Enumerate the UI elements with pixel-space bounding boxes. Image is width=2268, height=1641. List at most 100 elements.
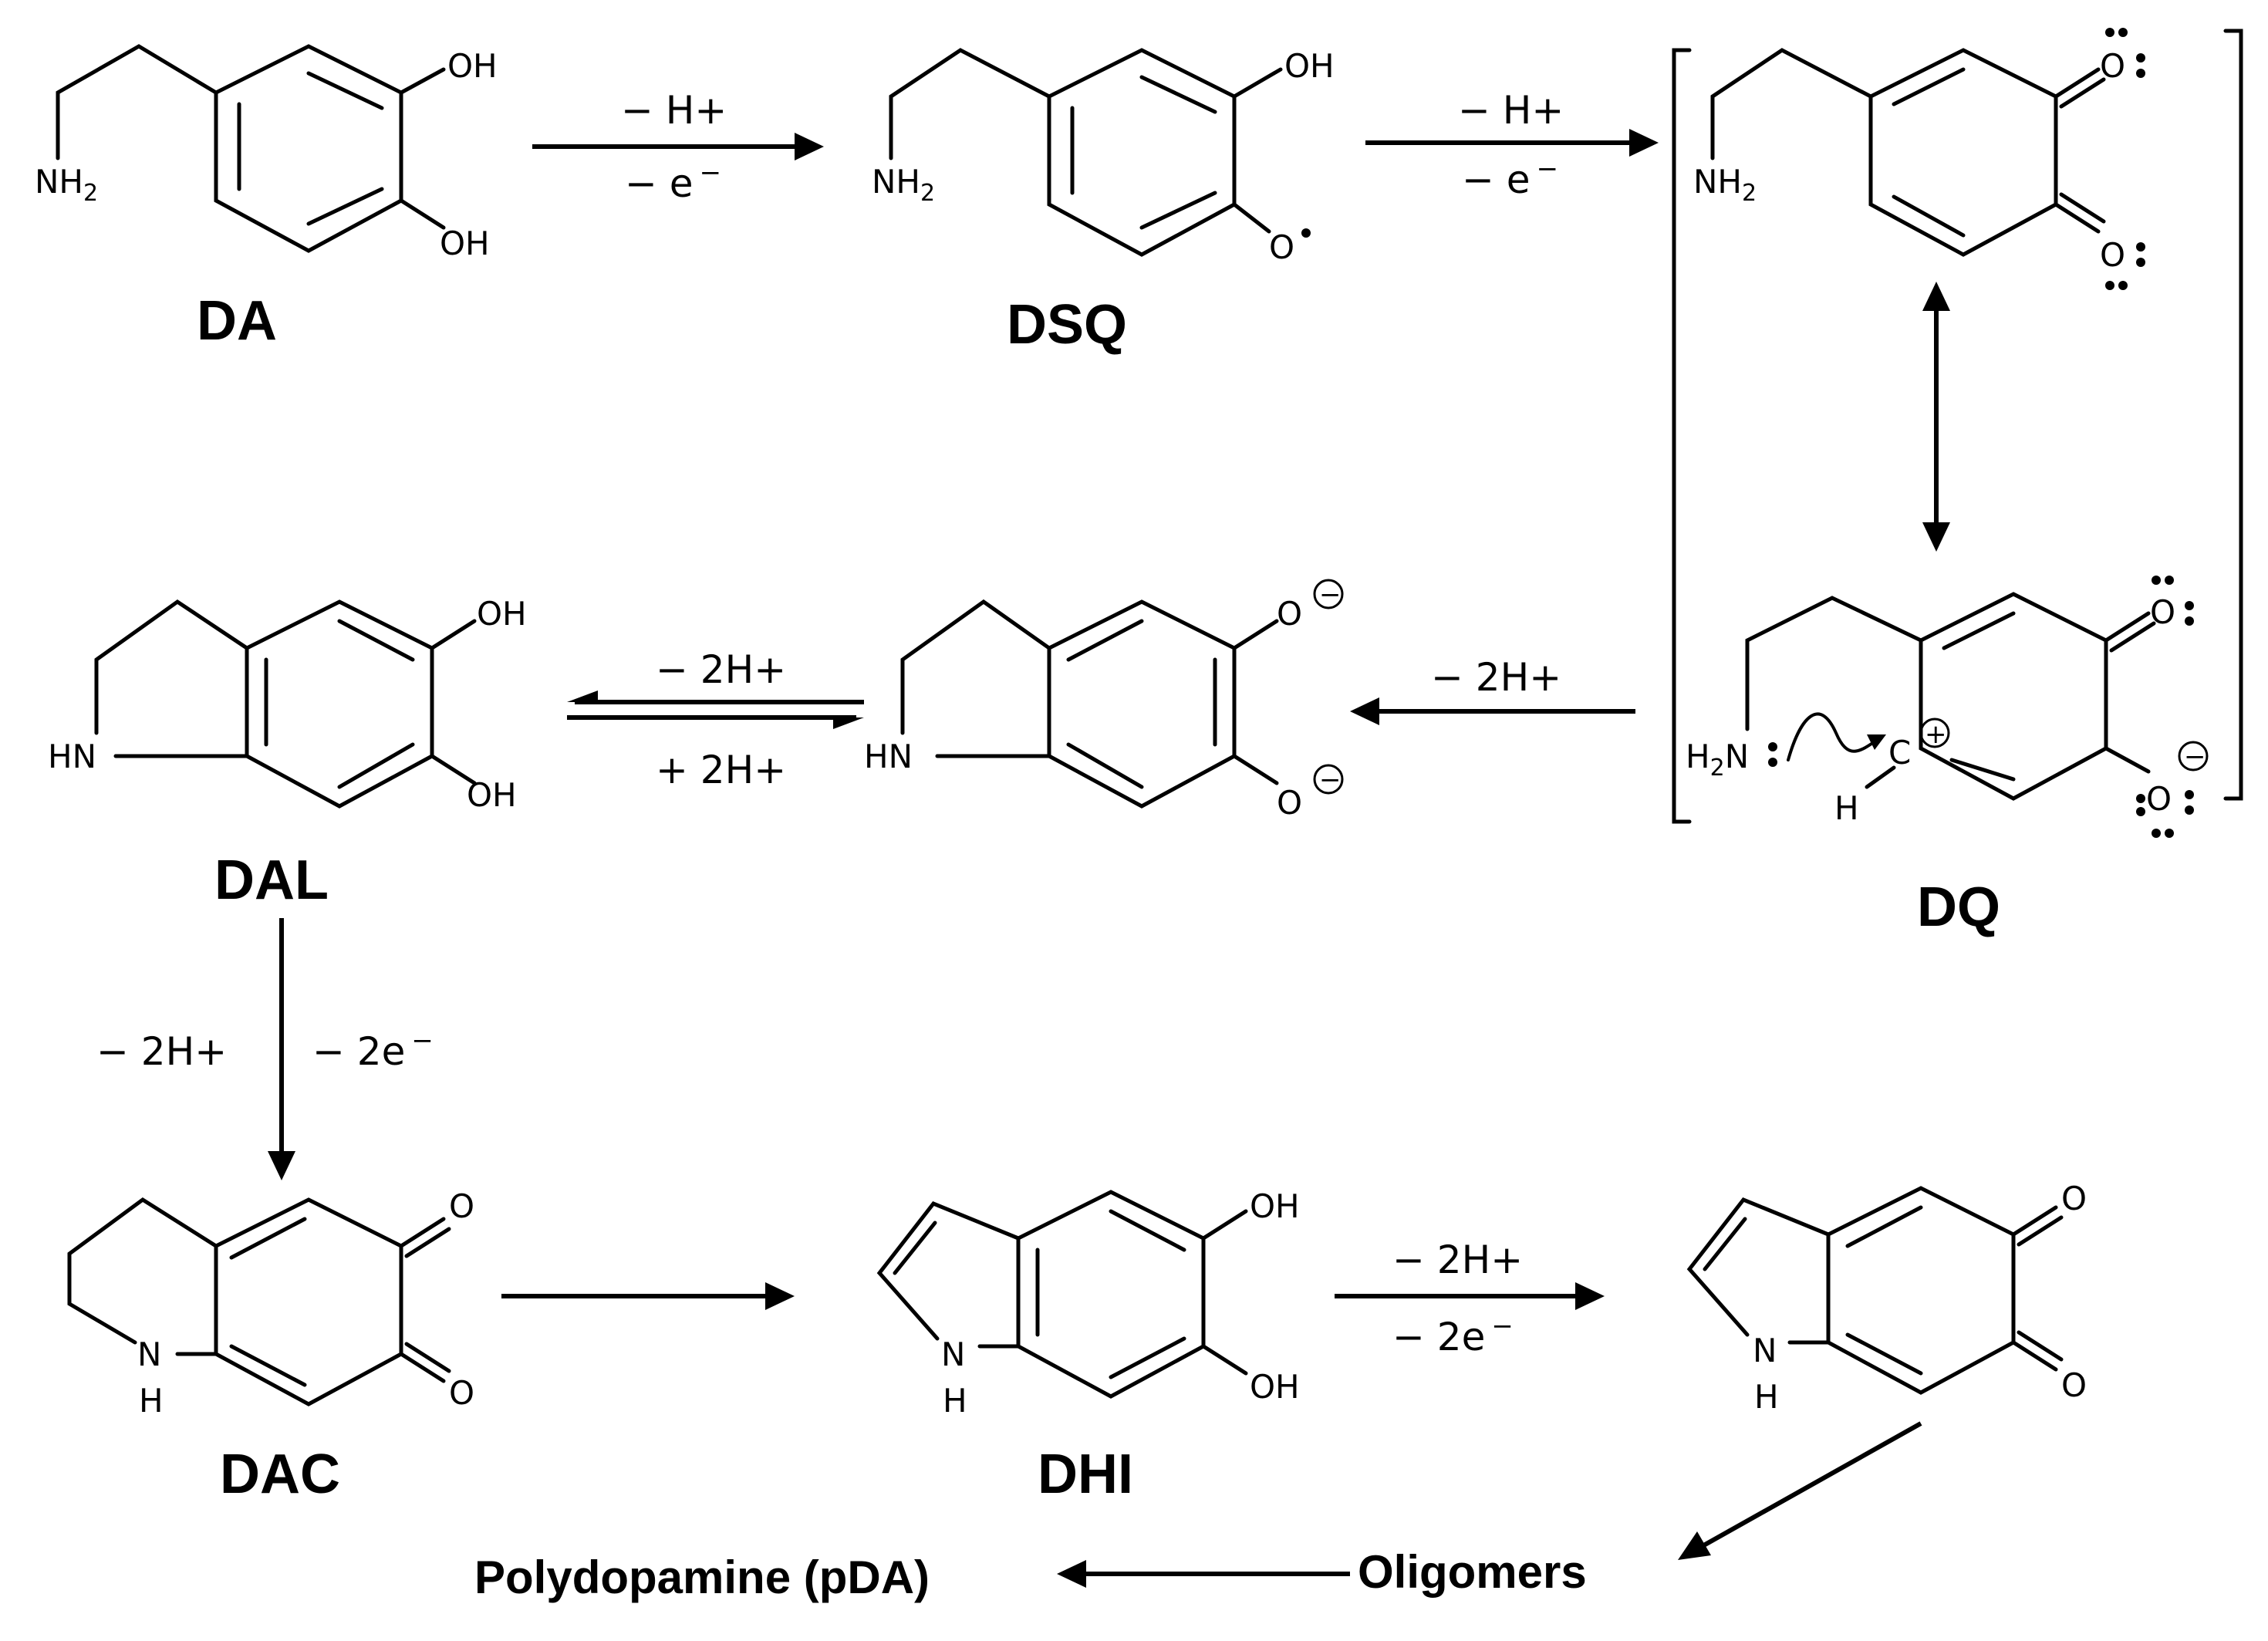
dq-oxygen: O bbox=[2100, 47, 2125, 85]
dal-inner-bond bbox=[337, 742, 415, 789]
dal-hn: HN bbox=[48, 738, 96, 775]
carbocation-hydrogen: H bbox=[1834, 789, 1859, 827]
label-dsq: DSQ bbox=[1007, 294, 1127, 356]
dhi-ring bbox=[1016, 1190, 1206, 1399]
dal-pyrroline bbox=[94, 599, 249, 735]
dal-oh-bond bbox=[430, 754, 477, 785]
positive-charge-sign: + bbox=[1925, 719, 1947, 750]
negative-charge bbox=[1313, 764, 1344, 795]
dq-ring-inner-bond bbox=[1892, 194, 1966, 238]
dq-cation-carbonyl bbox=[2104, 611, 2151, 643]
intermediate-inner-bond bbox=[1066, 742, 1144, 789]
quinone-carbonyl bbox=[2011, 1205, 2058, 1237]
da-oh-top: OH bbox=[447, 47, 498, 85]
dq-ring-inner-bond bbox=[1892, 67, 1966, 106]
dsq-oh: OH bbox=[1284, 47, 1335, 85]
dac-ring bbox=[214, 1197, 403, 1406]
structure-dq-quinone: O O NH2 bbox=[1693, 28, 2145, 290]
da-oh-bond bbox=[399, 198, 446, 230]
structure-cyclized-dianion: HN O O − − bbox=[864, 579, 1344, 822]
dac-carbonyl bbox=[404, 1227, 451, 1258]
dhi-hydrogen: H bbox=[943, 1382, 967, 1420]
dq-cation-ring bbox=[1919, 592, 2108, 801]
da-ring-inner-bond bbox=[306, 187, 384, 226]
dac-carbonyl bbox=[399, 1352, 446, 1383]
positive-charge bbox=[1919, 718, 1950, 748]
intermediate-oxygen: O bbox=[1277, 784, 1302, 822]
intermediate-pyrroline bbox=[900, 599, 1051, 735]
dac-hydrogen: H bbox=[139, 1382, 164, 1420]
arrowhead bbox=[1867, 734, 1886, 750]
dhi-oh: OH bbox=[1250, 1187, 1300, 1225]
arrowhead bbox=[1678, 1531, 1711, 1560]
dac-carbonyl bbox=[404, 1342, 451, 1373]
dq-cation-side-chain bbox=[1745, 596, 1923, 731]
quinone-ring bbox=[1826, 1186, 2016, 1395]
arrowhead bbox=[1629, 129, 1659, 157]
dq-bracket-right bbox=[2223, 29, 2243, 801]
condition-minus-2h: − 2H+ bbox=[1392, 1238, 1523, 1282]
condition-minus-2e: − 2e− bbox=[312, 1025, 434, 1074]
dac-oxygen: O bbox=[449, 1374, 474, 1412]
structure-dal: HN OH OH bbox=[48, 595, 527, 814]
arrow-quinone-to-oligomers bbox=[1699, 1421, 1922, 1549]
dsq-ring-inner-bond bbox=[1139, 191, 1217, 230]
negative-charge bbox=[1313, 579, 1344, 609]
quinone-inner-bond bbox=[1845, 1332, 1923, 1376]
dac-carbonyl bbox=[399, 1217, 446, 1248]
dsq-o-radical: O bbox=[1269, 228, 1294, 266]
label-oligomers: Oligomers bbox=[1358, 1546, 1587, 1598]
quinone-carbonyl bbox=[2017, 1330, 2064, 1362]
arrowhead bbox=[1922, 522, 1950, 552]
intermediate-oxygen: O bbox=[1277, 595, 1302, 633]
negative-charge bbox=[2178, 741, 2209, 772]
dq-cation-inner-bond bbox=[1949, 758, 2016, 782]
quinone-carbonyl bbox=[2011, 1340, 2058, 1372]
arrowhead bbox=[795, 133, 824, 160]
quinone-oxygen: O bbox=[2061, 1366, 2087, 1404]
dq-nh2: NH2 bbox=[1693, 163, 1757, 207]
dsq-ring-inner-bond bbox=[1139, 75, 1217, 114]
dac-inner-bond bbox=[229, 1217, 307, 1260]
dal-inner-bond bbox=[337, 619, 415, 662]
intermediate-hn: HN bbox=[864, 738, 913, 775]
dac-oxygen: O bbox=[449, 1187, 474, 1225]
arrowhead bbox=[1350, 697, 1379, 725]
label-dal: DAL bbox=[214, 849, 329, 911]
arrowhead bbox=[765, 1282, 795, 1310]
arrowhead bbox=[1922, 282, 1950, 311]
dal-oh: OH bbox=[477, 595, 527, 633]
intermediate-ring bbox=[1047, 599, 1237, 809]
arrowhead bbox=[268, 1151, 295, 1180]
dhi-pyrrole-double bbox=[893, 1221, 937, 1275]
dsq-side-chain bbox=[889, 48, 1051, 160]
dal-ring bbox=[245, 599, 434, 809]
quinone-nitrogen: N bbox=[1753, 1332, 1777, 1369]
da-ring-inner-bond bbox=[306, 71, 384, 110]
label-dq: DQ bbox=[1917, 876, 2000, 938]
dsq-o-bond bbox=[1232, 202, 1271, 234]
dq-cation-ch-bond bbox=[1865, 765, 1896, 789]
radical-dot bbox=[1301, 228, 1311, 238]
quinone-carbonyl bbox=[2017, 1215, 2064, 1247]
arrowhead bbox=[1575, 1282, 1605, 1310]
structure-indolequinone: N H O O bbox=[1686, 1180, 2087, 1416]
dq-cation-oxygen: O bbox=[2146, 780, 2172, 818]
dsq-oh-bond bbox=[1232, 67, 1283, 99]
quinone-inner-bond bbox=[1845, 1205, 1923, 1248]
condition-minus-2h: − 2H+ bbox=[96, 1029, 227, 1074]
dac-nitrogen: N bbox=[137, 1335, 161, 1373]
negative-charge-sign: − bbox=[2184, 741, 2206, 772]
dhi-nitrogen: N bbox=[941, 1335, 965, 1373]
dsq-nh2: NH2 bbox=[872, 163, 935, 207]
intermediate-inner-bond bbox=[1066, 619, 1144, 662]
dq-cation-oxygen: O bbox=[2150, 593, 2175, 631]
condition-minus-h: − H+ bbox=[621, 88, 727, 133]
structure-dac: N H O O bbox=[67, 1187, 474, 1420]
lone-pairs bbox=[2105, 28, 2145, 290]
dq-cation-inner-bond bbox=[1942, 611, 2016, 650]
dhi-inner-bond bbox=[1109, 1209, 1186, 1252]
dq-cation-carbonyl bbox=[2109, 621, 2156, 653]
structure-dhi: N H OH OH bbox=[876, 1187, 1300, 1420]
